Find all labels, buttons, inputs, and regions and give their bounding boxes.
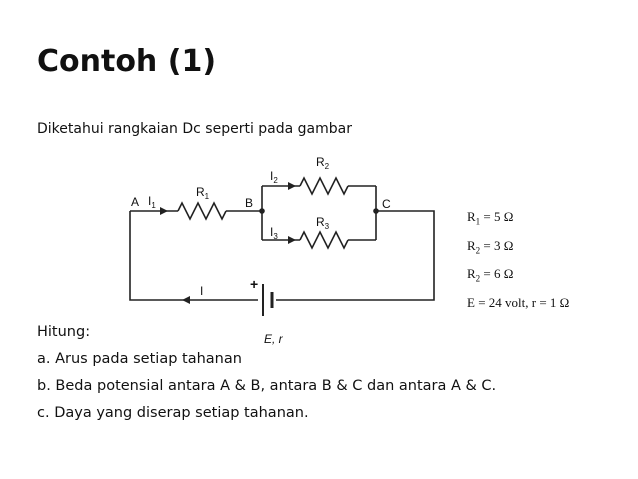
current-i3-label: I3 bbox=[270, 225, 278, 241]
param-r1: R1 = 5 Ω bbox=[467, 209, 514, 227]
param-r3: R2 = 6 Ω bbox=[467, 266, 514, 284]
param-r2: R2 = 3 Ω bbox=[467, 237, 514, 256]
arrow-i1 bbox=[160, 207, 168, 215]
given-values: R1 = 5 Ω R2 = 3 Ω R2 = 6 Ω E = 24 volt, … bbox=[467, 205, 569, 315]
battery-label: E, r bbox=[264, 332, 284, 346]
arrow-i2 bbox=[288, 182, 296, 190]
current-i1-label: I1 bbox=[148, 194, 156, 210]
node-c-dot bbox=[373, 208, 379, 214]
question-c: c. Daya yang diserap setiap tahanan. bbox=[37, 405, 309, 421]
resistor-r3-label: R3 bbox=[316, 215, 330, 231]
question-a: a. Arus pada setiap tahanan bbox=[37, 351, 242, 367]
current-i2-label: I2 bbox=[270, 169, 278, 185]
resistor-r2 bbox=[299, 176, 349, 196]
intro-text: Diketahui rangkaian Dc seperti pada gamb… bbox=[37, 121, 352, 137]
node-a-label: A bbox=[131, 195, 139, 209]
wire-right bbox=[276, 210, 435, 301]
resistor-r1-label: R1 bbox=[196, 185, 210, 201]
node-b-label: B bbox=[245, 196, 253, 210]
current-i-label: I bbox=[200, 284, 203, 298]
resistor-r3 bbox=[299, 230, 349, 250]
arrow-i3 bbox=[288, 236, 296, 244]
questions: Hitung: a. Arus pada setiap tahanan b. B… bbox=[37, 319, 496, 427]
resistor-r1 bbox=[177, 201, 227, 221]
slide-title: Contoh (1) bbox=[37, 44, 217, 79]
battery-plus: + bbox=[250, 276, 258, 292]
wire-left bbox=[129, 211, 258, 301]
question-b: b. Beda potensial antara A & B, antara B… bbox=[37, 378, 497, 394]
questions-heading: Hitung: bbox=[37, 324, 91, 340]
resistor-r2-label: R2 bbox=[316, 155, 330, 171]
param-emf: E = 24 volt, r = 1 Ω bbox=[467, 294, 570, 310]
arrow-i bbox=[182, 296, 190, 304]
node-b-dot bbox=[259, 208, 265, 214]
node-c-label: C bbox=[382, 197, 391, 211]
